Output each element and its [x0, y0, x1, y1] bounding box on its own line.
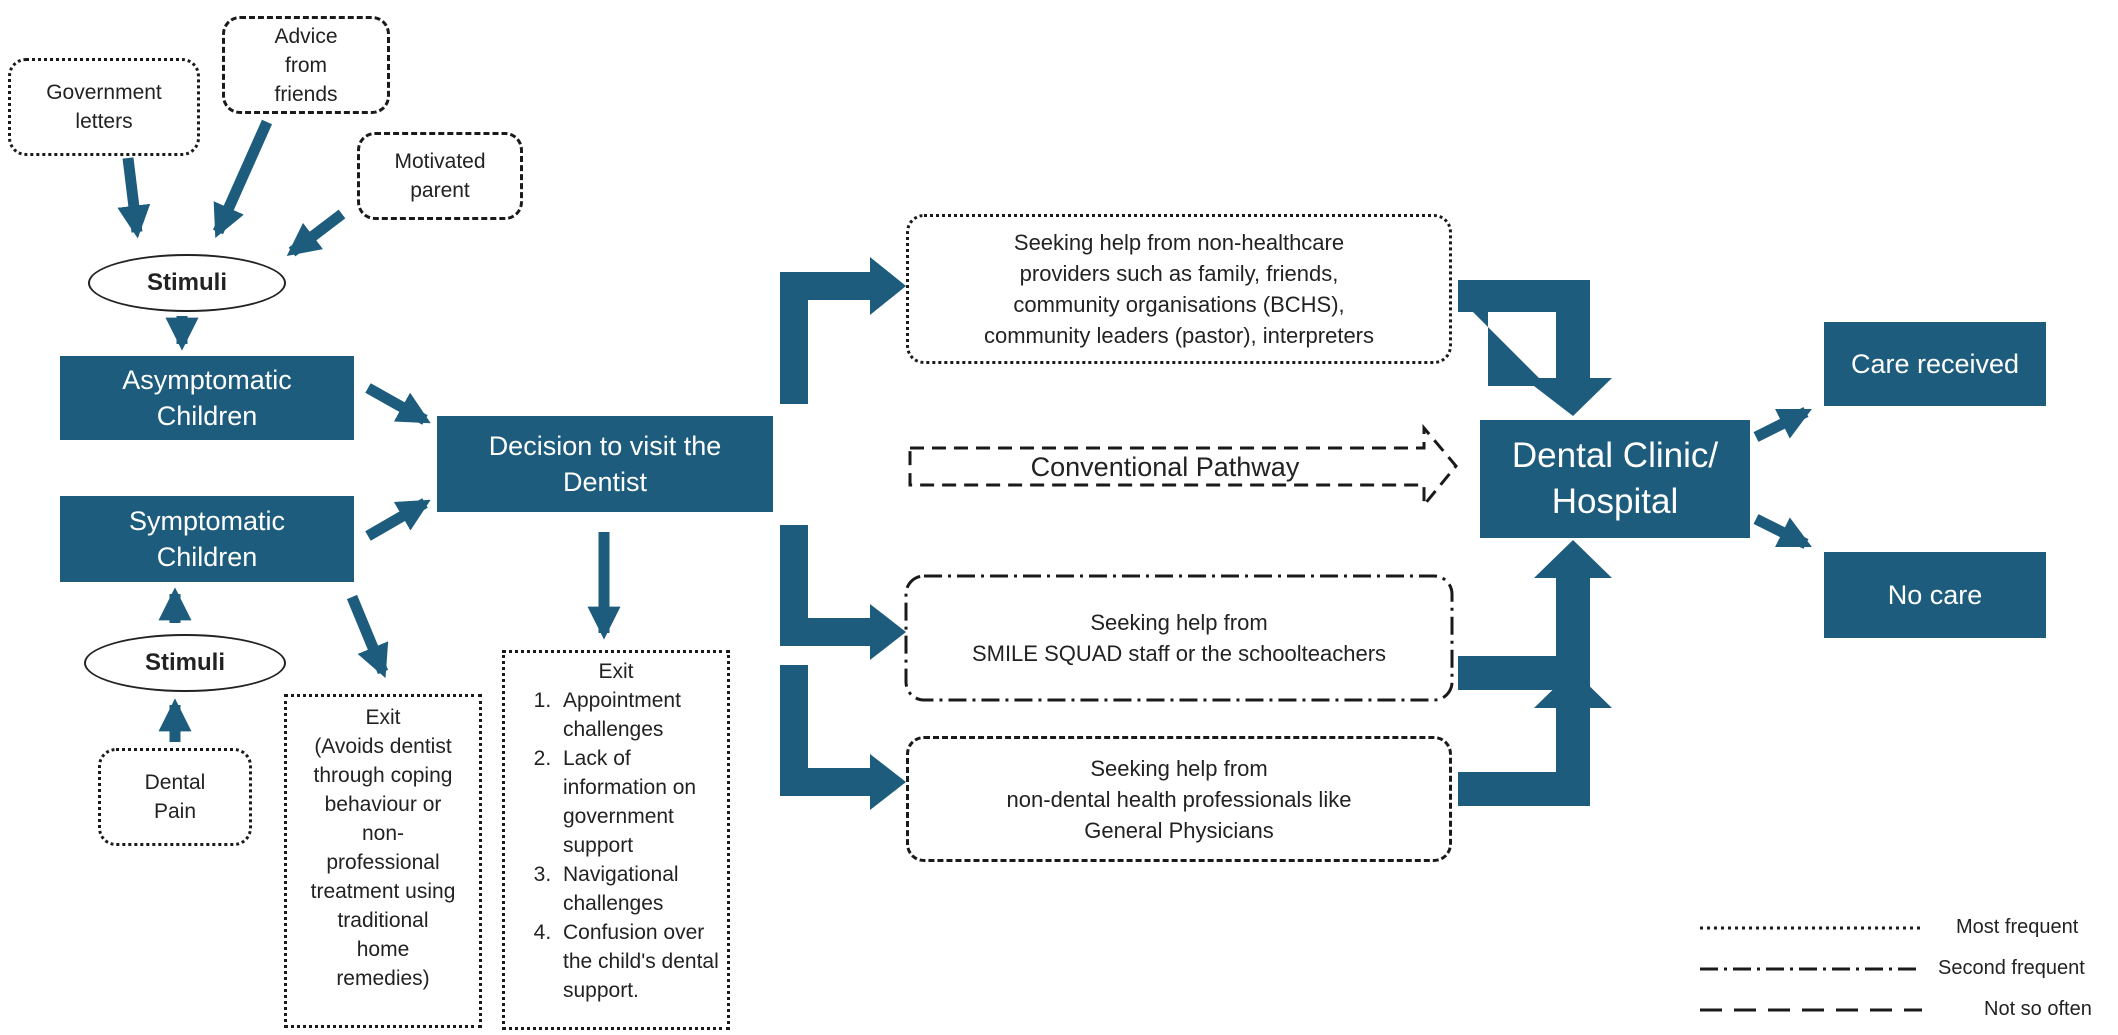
- arrow-clinic-to-nocare: [1753, 514, 1812, 549]
- conventional-pathway-label: Conventional Pathway: [1030, 451, 1300, 482]
- arrow-asymptomatic-to-decision: [365, 383, 431, 425]
- exit-center-list: Appointment challenges Lack of informati…: [505, 686, 727, 1005]
- route-decision-to-nondental: [780, 665, 906, 810]
- legend-second-frequent: Second frequent: [1938, 957, 2085, 979]
- decision-box: Decision to visit the Dentist: [437, 416, 773, 512]
- exit-left-box: Exit (Avoids dentist through coping beha…: [284, 694, 482, 1028]
- symptomatic-children-box: Symptomatic Children: [60, 496, 354, 582]
- advice-from-friends-box: Advice from friends: [222, 16, 390, 114]
- non-healthcare-box: Seeking help from non-healthcare provide…: [906, 214, 1452, 364]
- arrow-advice-to-stimuli: [212, 119, 273, 239]
- stimuli-top-ellipse: Stimuli: [88, 254, 286, 312]
- legend-not-so-often: Not so often: [1984, 998, 2092, 1020]
- motivated-parent-box: Motivated parent: [357, 132, 523, 220]
- smile-squad-box: Seeking help from SMILE SQUAD staff or t…: [971, 610, 1387, 666]
- route-smile-to-clinic: [1458, 540, 1612, 690]
- asymptomatic-children-box: Asymptomatic Children: [60, 356, 354, 440]
- route-decision-to-nonhealthcare: [780, 257, 906, 404]
- care-received-box: Care received: [1824, 322, 2046, 406]
- exit-item: Navigational challenges: [557, 860, 719, 918]
- arrow-symptomatic-to-decision: [365, 498, 431, 541]
- dental-clinic-box: Dental Clinic/ Hospital: [1480, 420, 1750, 538]
- route-decision-to-smilesquad: [780, 525, 906, 660]
- exit-center-title: Exit: [598, 660, 634, 683]
- non-dental-box: Seeking help from non-dental health prof…: [906, 736, 1452, 862]
- exit-item: Appointment challenges: [557, 686, 719, 744]
- arrow-clinic-to-care: [1753, 407, 1812, 442]
- route-top-to-clinic: [1458, 280, 1612, 416]
- arrow-letters-to-stimuli: [117, 157, 151, 239]
- legend-most-frequent: Most frequent: [1956, 916, 2079, 938]
- government-letters-box: Government letters: [8, 58, 200, 156]
- exit-center-box: Exit Appointment challenges Lack of info…: [502, 650, 730, 1030]
- dental-pain-box: Dental Pain: [98, 748, 252, 846]
- stimuli-bottom-ellipse: Stimuli: [84, 634, 286, 692]
- route-nondental-to-clinic: [1458, 670, 1612, 806]
- no-care-box: No care: [1824, 552, 2046, 638]
- conventional-arrow-outline: [908, 423, 1458, 510]
- exit-item: Confusion over the child's dental suppor…: [557, 918, 719, 1005]
- arrow-parent-to-stimuli: [286, 209, 346, 257]
- exit-item: Lack of information on government suppor…: [557, 744, 719, 860]
- arrow-symptomatic-to-exit: [346, 594, 389, 679]
- smile-squad-border: [904, 574, 1454, 702]
